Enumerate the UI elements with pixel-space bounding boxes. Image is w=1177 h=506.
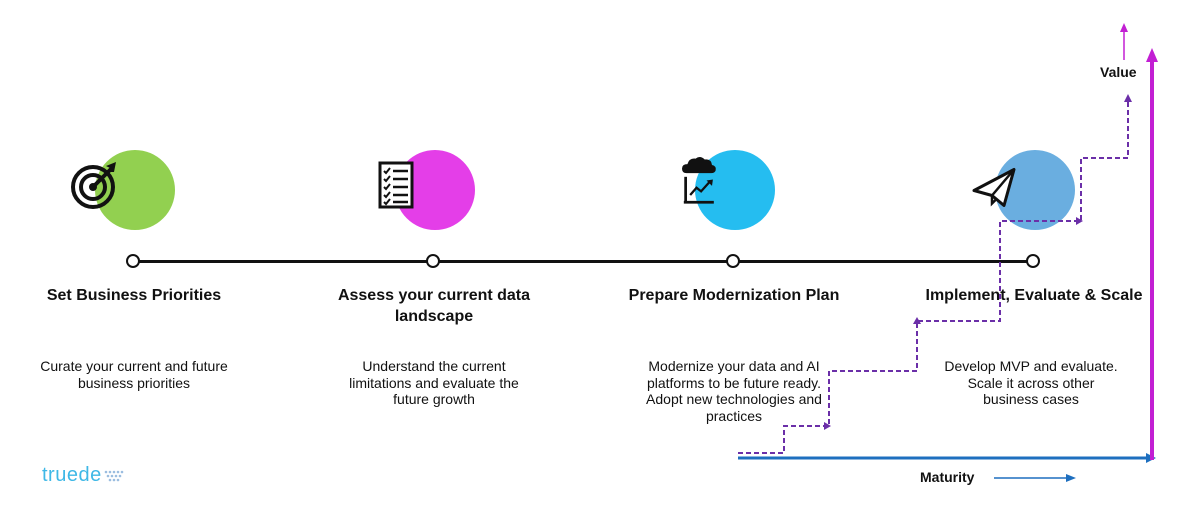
target-icon [71,162,116,209]
step-4-description: Develop MVP and evaluate. Scale it acros… [944,358,1118,407]
cloud-chart-icon [682,157,716,204]
maturity-label-arrowhead [1066,474,1076,482]
value-label-arrowhead [1120,23,1128,32]
maturity-axis-label: Maturity [920,469,975,485]
brand-logo: truede [42,464,126,487]
timeline-dot-3 [726,254,740,268]
paper-plane-icon [972,168,1016,207]
step-2-description: Understand the current limitations and e… [349,358,519,407]
step-1-circle [95,150,175,230]
checklist-icon [378,161,414,209]
staircase-arrowhead-4 [913,317,921,324]
timeline-dot-1 [126,254,140,268]
maturity-staircase [738,100,1129,454]
brand-mark-icon [104,470,124,482]
brand-name: truede [42,464,102,486]
timeline-dot-2 [426,254,440,268]
value-axis-arrowhead [1146,48,1158,62]
step-1-title: Set Business Priorities [46,287,222,304]
staircase-arrowhead-top [1124,94,1132,102]
staircase-arrowhead-3 [824,422,831,430]
value-axis-label: Value [1100,64,1137,80]
staircase-arrowhead-5 [1076,217,1083,225]
step-1-description: Curate your current and future business … [40,358,228,391]
timeline-dot-4 [1026,254,1040,268]
step-2-title: Assess your current data landscape [337,287,531,325]
timeline-line [133,260,1034,263]
step-3-description: Modernize your data and AI platforms to … [646,358,822,424]
step-3-title: Prepare Modernization Plan [628,287,840,304]
step-4-title: Implement, Evaluate & Scale [925,287,1143,304]
